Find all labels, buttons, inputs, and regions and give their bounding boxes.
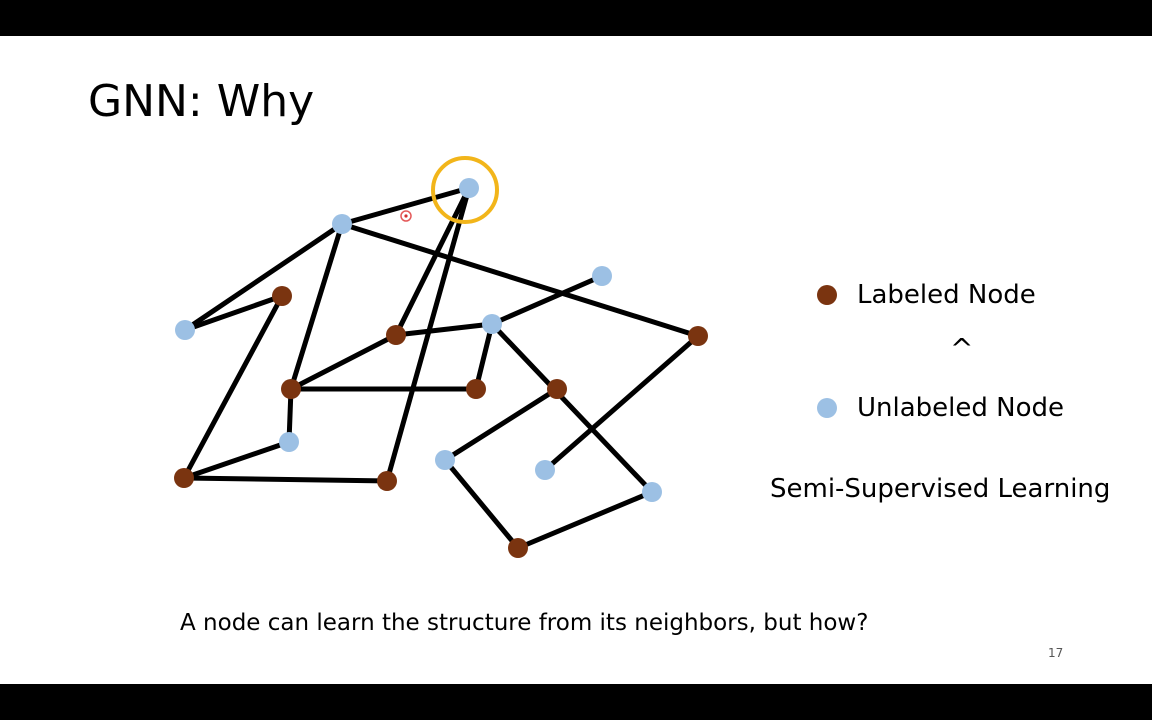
- edge-l_right-u_low_right: [542, 333, 701, 473]
- node-l_bottom_mid: [377, 471, 397, 491]
- highlight-ring: [431, 156, 499, 224]
- legend-unlabeled-label: Unlabeled Node: [857, 393, 1065, 423]
- node-u_upper: [332, 214, 352, 234]
- node-l_left_top: [272, 286, 292, 306]
- edge-l_mid_right-u_low_center: [442, 386, 560, 463]
- edge-u_center-u_far_right: [489, 321, 655, 495]
- slide: GNN: Why Labeled Node ^ Unlabeled Node S…: [0, 36, 1152, 684]
- edge-u_top-l_bottom_mid: [384, 185, 472, 484]
- node-u_low_center: [435, 450, 455, 470]
- node-u_low_right: [535, 460, 555, 480]
- edge-l_mid_left-l_center_left: [288, 332, 399, 392]
- node-u_far_right: [642, 482, 662, 502]
- page-number: 17: [1048, 646, 1064, 660]
- node-u_right_top: [592, 266, 612, 286]
- edge-u_low_center-l_bottom: [442, 457, 521, 551]
- legend-labeled-label: Labeled Node: [857, 280, 1036, 310]
- edge-l_bottom-u_far_right: [515, 489, 655, 551]
- graph-nodes: [174, 178, 708, 558]
- graph-diagram: [174, 156, 708, 558]
- semi-supervised-label: Semi-Supervised Learning: [770, 474, 1111, 504]
- node-u_center: [482, 314, 502, 334]
- cursor-pointer: [400, 210, 412, 222]
- edge-l_left_top-l_bottom_left: [181, 293, 285, 481]
- edge-l_center_left-u_center: [393, 321, 495, 338]
- node-l_bottom_left: [174, 468, 194, 488]
- node-l_right: [688, 326, 708, 346]
- edge-u_upper-l_right: [339, 221, 701, 339]
- edge-u_upper-u_left: [182, 221, 345, 333]
- edge-u_center-l_mid: [473, 321, 495, 392]
- edge-l_bottom_left-l_bottom_mid: [181, 475, 390, 484]
- node-l_center_left: [386, 325, 406, 345]
- edge-u_top-l_center_left: [393, 185, 472, 338]
- edge-l_bottom_left-u_low_left: [181, 439, 292, 481]
- unlabeled-node-icon: [817, 398, 837, 418]
- node-u_low_left: [279, 432, 299, 452]
- edge-u_left-l_left_top: [182, 293, 285, 333]
- legend-symbol: ^: [950, 332, 974, 365]
- node-u_top: [459, 178, 479, 198]
- highlight-circle: [431, 156, 499, 224]
- slide-caption: A node can learn the structure from its …: [180, 610, 869, 636]
- edge-u_top-u_upper: [339, 185, 472, 227]
- node-u_left: [175, 320, 195, 340]
- graph-edges: [181, 185, 701, 551]
- node-l_bottom: [508, 538, 528, 558]
- legend-labeled: Labeled Node: [817, 280, 1036, 310]
- legend-unlabeled: Unlabeled Node: [817, 393, 1064, 423]
- slide-title: GNN: Why: [88, 76, 315, 127]
- edge-u_center-u_right_top: [489, 273, 605, 327]
- edge-u_upper-l_mid_left: [288, 221, 345, 392]
- node-l_mid_right: [547, 379, 567, 399]
- labeled-node-icon: [817, 285, 837, 305]
- node-l_mid_left: [281, 379, 301, 399]
- node-l_mid: [466, 379, 486, 399]
